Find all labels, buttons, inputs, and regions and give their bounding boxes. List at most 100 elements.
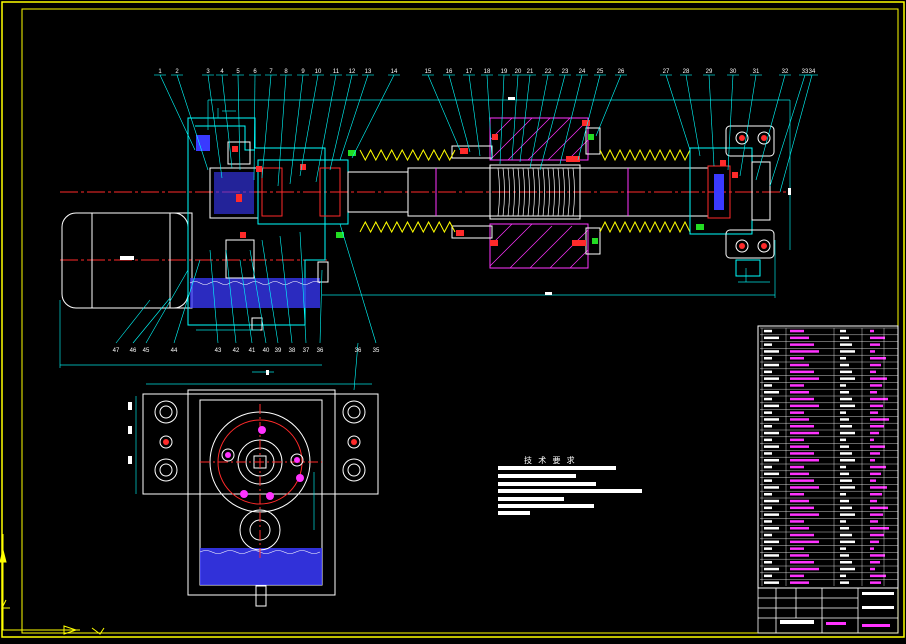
row-name (790, 561, 814, 564)
part-balloon: 34 (809, 69, 816, 75)
leader-line (769, 74, 806, 187)
row-name (790, 527, 809, 530)
row-note (870, 547, 874, 550)
row-name (790, 567, 819, 571)
leader-line (708, 74, 715, 167)
row-name (790, 581, 809, 584)
bellows-left-top (359, 148, 456, 162)
side-section-view (128, 383, 379, 607)
row-note (870, 506, 888, 510)
leader-line (727, 74, 734, 171)
leader-line (351, 74, 395, 159)
row-name (790, 499, 809, 503)
row-qty (840, 506, 852, 510)
title-block (757, 587, 899, 634)
parts-list-rows (760, 327, 898, 586)
row-qty (840, 459, 855, 462)
row-note (870, 472, 881, 476)
leader-line (739, 74, 757, 177)
row-note (870, 336, 885, 340)
row-qty (840, 513, 855, 516)
thread-turn (557, 167, 560, 217)
leader-line (279, 235, 293, 344)
row-qty (840, 425, 852, 428)
row-name (790, 574, 804, 578)
thread-turn (567, 167, 570, 217)
part-balloon: 17 (466, 69, 473, 75)
row-name (790, 486, 819, 489)
row-qty (840, 438, 846, 442)
row-qty (840, 581, 849, 584)
leader-line (499, 74, 505, 165)
row-note (870, 377, 887, 380)
part-balloon: 13 (365, 69, 372, 75)
thread-turn (522, 167, 525, 217)
row-code (764, 561, 772, 564)
leader-line (289, 74, 304, 185)
row-qty (840, 329, 846, 333)
row-code (764, 370, 772, 374)
row-code (764, 343, 772, 346)
row-note (870, 452, 880, 455)
row-code (764, 357, 772, 360)
row-code (764, 431, 779, 435)
row-note (870, 540, 879, 544)
part-balloon: 16 (446, 69, 453, 75)
part-balloon: 32 (782, 69, 789, 75)
row-note (870, 493, 882, 496)
part-balloon: 2 (175, 69, 179, 75)
leader-line (319, 269, 323, 344)
row-note (870, 520, 878, 523)
row-note (870, 486, 887, 489)
row-code (764, 425, 772, 428)
parts-list (757, 325, 899, 589)
leader-line (145, 269, 189, 344)
thread-turn (537, 167, 540, 217)
row-name (790, 343, 814, 346)
thread-turn (507, 167, 510, 217)
row-name (790, 493, 804, 496)
nut-threads (497, 167, 575, 217)
part-balloon: 37 (303, 348, 310, 354)
part-balloon: 29 (706, 69, 713, 75)
row-code (764, 397, 772, 401)
part-balloon: 46 (130, 348, 137, 354)
row-note (870, 513, 883, 516)
row-qty (840, 370, 852, 374)
row-qty (840, 472, 849, 476)
row-code (764, 363, 779, 367)
row-qty (840, 547, 846, 550)
part-balloon: 31 (753, 69, 760, 75)
row-qty (840, 486, 855, 489)
row-qty (840, 452, 852, 455)
row-qty (840, 391, 849, 394)
row-note (870, 411, 878, 414)
row-code (764, 486, 779, 489)
row-code (764, 411, 772, 414)
leader-line (685, 74, 701, 157)
leader-line (299, 231, 307, 344)
row-qty (840, 567, 855, 571)
row-name (790, 520, 804, 523)
part-balloon: 38 (289, 348, 296, 354)
main-assembly-view (59, 97, 791, 375)
bellows-left-bottom (359, 220, 456, 234)
leader-line (486, 74, 493, 161)
part-balloon: 22 (545, 69, 552, 75)
leader-line (239, 259, 253, 344)
row-qty (840, 411, 846, 414)
row-code (764, 493, 772, 496)
row-qty (840, 384, 846, 387)
thread-turn (552, 167, 555, 217)
part-balloon: 40 (263, 348, 270, 354)
leader-line (468, 74, 481, 157)
row-note (870, 329, 874, 333)
leader-line (755, 74, 786, 181)
row-code (764, 465, 772, 469)
thread-turn (572, 167, 575, 217)
part-balloon: 20 (515, 69, 522, 75)
technical-requirements (498, 466, 642, 515)
part-balloon: 39 (275, 348, 282, 354)
part-balloon: 1 (158, 69, 162, 75)
